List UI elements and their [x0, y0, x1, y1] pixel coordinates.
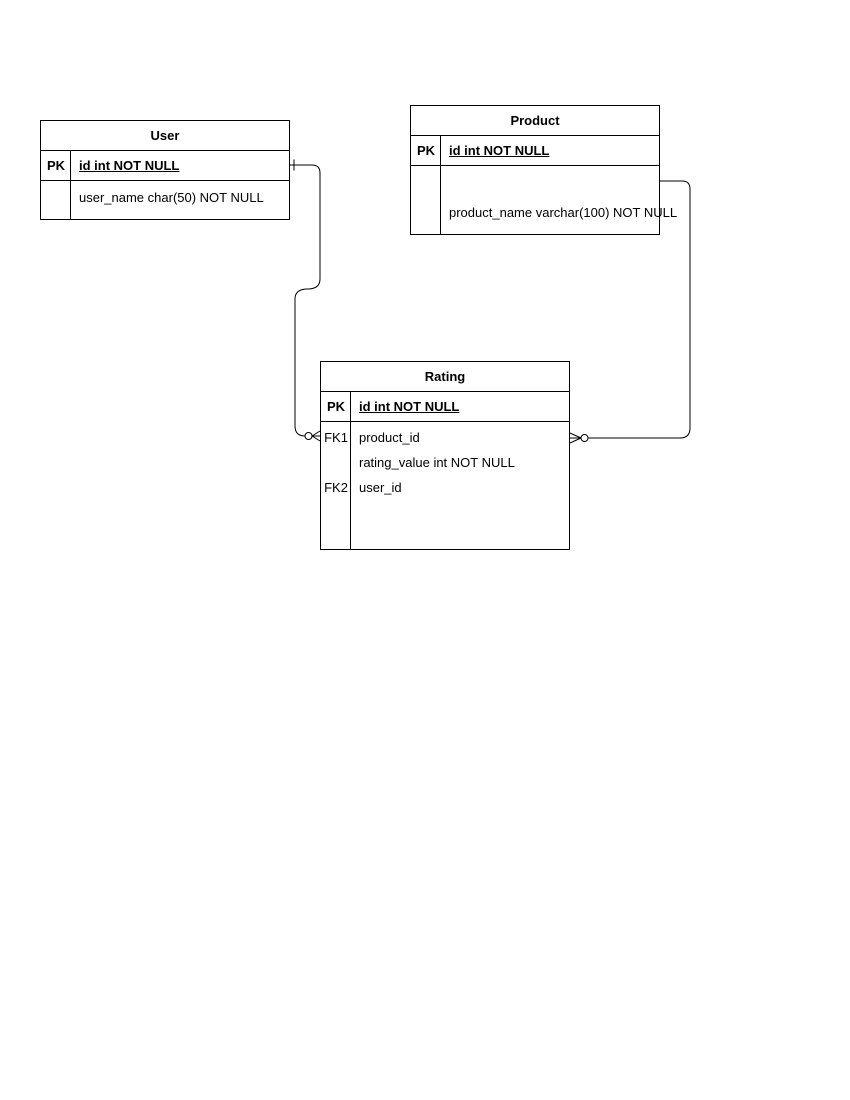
zero-or-many-circle-icon	[580, 434, 589, 442]
relationship-user-rating[interactable]	[290, 159, 321, 442]
entity-user-title: User	[41, 121, 289, 151]
entity-user[interactable]: User PK id int NOT NULL user_name char(5…	[40, 120, 290, 220]
key-label	[321, 450, 351, 475]
attribute-text	[351, 500, 569, 549]
fk2-key-label: FK2	[324, 480, 348, 495]
entity-rating-empty-space	[321, 500, 569, 549]
entity-product[interactable]: Product PK id int NOT NULL product_name …	[410, 105, 677, 235]
pk-key-label: PK	[416, 143, 436, 158]
entity-rating-row-rating-value[interactable]: rating_value int NOT NULL	[321, 450, 569, 475]
entity-rating-row-id[interactable]: PK id int NOT NULL	[321, 392, 569, 422]
pk-key-label: PK	[46, 158, 66, 173]
attribute-text: product_name varchar(100) NOT NULL	[449, 205, 678, 220]
entity-rating[interactable]: Rating PK id int NOT NULL FK1 product_id…	[320, 361, 570, 550]
attribute-text: rating_value int NOT NULL	[359, 455, 515, 470]
entity-product-row-product-name[interactable]: product_name varchar(100) NOT NULL	[411, 166, 677, 234]
key-label	[411, 166, 441, 234]
zero-or-many-circle-icon	[304, 432, 313, 440]
attribute-text: product_id	[359, 430, 420, 445]
entity-product-title: Product	[411, 106, 659, 136]
attribute-text: id int NOT NULL	[359, 399, 460, 414]
attribute-text: user_id	[359, 480, 402, 495]
entity-rating-column-divider	[350, 392, 351, 549]
zero-or-many-crowsfoot-icon	[311, 430, 321, 442]
entity-user-row-id[interactable]: PK id int NOT NULL	[41, 151, 289, 181]
entity-user-row-user-name[interactable]: user_name char(50) NOT NULL	[41, 181, 289, 219]
entity-user-column-divider	[70, 151, 71, 219]
pk-key-label: PK	[326, 399, 346, 414]
fk1-key-label: FK1	[324, 430, 348, 445]
entity-rating-title: Rating	[321, 362, 569, 392]
entity-rating-row-product-id[interactable]: FK1 product_id	[321, 422, 569, 450]
attribute-text: id int NOT NULL	[449, 143, 550, 158]
key-label	[41, 181, 71, 219]
relationship-product-rating[interactable]	[569, 180, 691, 444]
entity-rating-row-user-id[interactable]: FK2 user_id	[321, 475, 569, 500]
key-label	[321, 500, 351, 549]
relationship-product-rating-line[interactable]	[588, 180, 691, 439]
attribute-text: user_name char(50) NOT NULL	[79, 190, 264, 205]
attribute-text: id int NOT NULL	[79, 158, 180, 173]
zero-or-many-crowsfoot-icon	[569, 432, 582, 444]
relationship-user-rating-line[interactable]	[290, 164, 321, 437]
entity-product-row-id[interactable]: PK id int NOT NULL	[411, 136, 659, 166]
entity-product-column-divider	[440, 136, 441, 234]
